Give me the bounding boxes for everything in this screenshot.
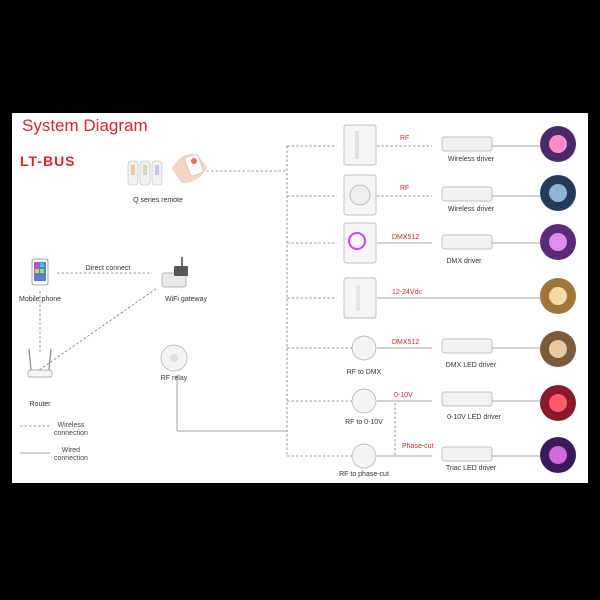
router-label: Router <box>29 401 51 408</box>
brand-logo: LT-BUS <box>20 153 76 169</box>
driver-icons <box>441 136 493 462</box>
device-label: RF to DMX <box>346 369 382 376</box>
legend-wired: Wired connection <box>54 447 88 463</box>
wifi-gateway-label: WiFi gateway <box>164 296 208 303</box>
legend-wired-line1: Wired <box>61 447 81 454</box>
wireless-connections <box>20 145 432 457</box>
page-title: System Diagram <box>22 116 148 135</box>
hand-remote-icon <box>171 153 208 184</box>
mobile-phone-label: Mobile phone <box>18 296 62 303</box>
signal-label: RF <box>400 135 410 142</box>
rf-relay-label: RF relay <box>160 375 188 382</box>
wall-panel-dmx <box>343 222 377 264</box>
device-label: RF to phase-cut <box>339 471 389 478</box>
rf-converter-icons <box>351 335 377 469</box>
legend-wireless: Wireless connection <box>54 422 88 438</box>
diagram-canvas <box>20 124 576 473</box>
driver-label: 0-10V LED driver <box>447 414 501 421</box>
legend-wireless-line1: Wireless <box>57 422 85 429</box>
signal-label: RF <box>400 185 410 192</box>
driver-label: Wireless driver <box>447 156 495 163</box>
signal-label: Phase-cut <box>402 443 434 450</box>
wired-connections <box>20 145 540 457</box>
rf-relay-icon <box>160 344 188 372</box>
legend-wireless-line2: connection <box>54 430 88 437</box>
remote-icon <box>127 160 163 186</box>
signal-label: 12-24Vdc <box>392 289 422 296</box>
remote-label: Q series remote <box>133 197 183 204</box>
driver-label: Wireless driver <box>447 206 495 213</box>
signal-label: DMX512 <box>392 234 420 241</box>
diagram-panel: System Diagram LT-BUS <box>12 113 588 483</box>
direct-connect-label: Direct connect <box>85 265 131 272</box>
lighting-photo-icons <box>540 126 576 473</box>
signal-label: DMX512 <box>392 339 420 346</box>
driver-label: DMX driver <box>446 258 482 265</box>
signal-label: 0-10V <box>394 392 413 399</box>
driver-label: DMX LED driver <box>445 362 497 369</box>
router-icon <box>27 348 53 378</box>
wall-panel-rgb <box>343 124 377 166</box>
legend-wired-line2: connection <box>54 455 88 462</box>
device-label: RF to 0-10V <box>345 419 383 426</box>
driver-label: Triac LED driver <box>445 465 497 472</box>
wifi-gateway-icon <box>161 257 188 288</box>
wall-panel-dimmer <box>343 277 377 319</box>
mobile-phone-icon <box>31 258 49 286</box>
wall-panel-knob <box>343 174 377 216</box>
